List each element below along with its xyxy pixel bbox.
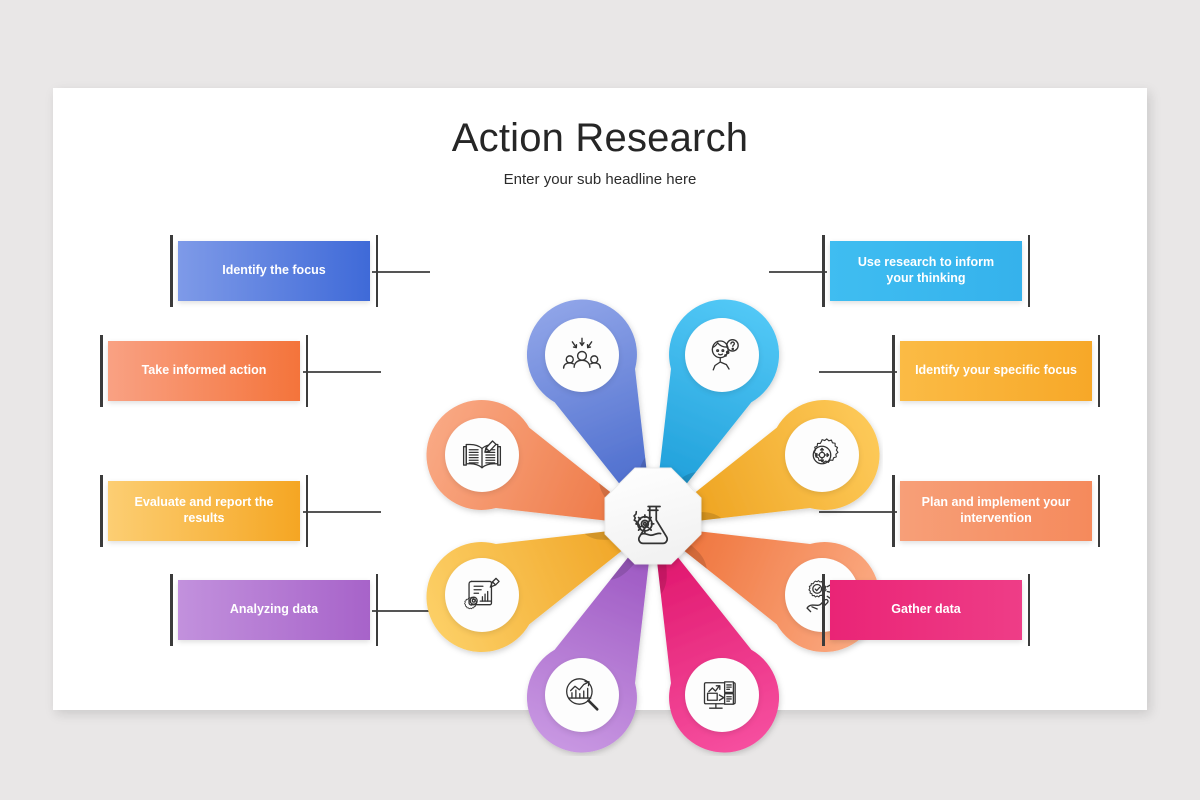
label-gather-data[interactable]: Gather data xyxy=(822,574,1030,646)
petal-icon-gear-target-arrows[interactable] xyxy=(785,418,859,492)
label-plan-and-implement-your-intervention[interactable]: Plan and implement your intervention xyxy=(892,475,1100,547)
target-audience-icon xyxy=(562,337,602,369)
label-tick-left xyxy=(170,235,173,307)
petal-icon-target-audience[interactable] xyxy=(545,318,619,392)
label-tick-left xyxy=(100,475,103,547)
connector-analyzing-data xyxy=(372,610,430,612)
connector-evaluate-and-report-the-results xyxy=(303,511,381,513)
label-analyzing-data[interactable]: Analyzing data xyxy=(170,574,378,646)
center-octagon xyxy=(604,467,702,565)
label-tick-left xyxy=(822,574,825,646)
connector-identify-your-specific-focus xyxy=(819,371,897,373)
label-tick-left xyxy=(170,574,173,646)
label-text: Gather data xyxy=(891,602,961,617)
flask-gear-icon xyxy=(633,505,669,545)
label-text: Plan and implement your intervention xyxy=(921,495,1071,525)
slide-card: Action Research Enter your sub headline … xyxy=(53,88,1147,756)
label-tick-left xyxy=(892,335,895,407)
chart-magnifier-icon xyxy=(566,678,599,711)
connector-use-research-to-inform-your-thinking xyxy=(769,271,827,273)
gear-target-arrows-icon xyxy=(812,438,839,465)
label-tick-left xyxy=(100,335,103,407)
book-pencil-icon xyxy=(462,440,502,469)
label-use-research-to-inform-your-thinking[interactable]: Use research to inform your thinking xyxy=(822,235,1030,307)
label-tick-left xyxy=(822,235,825,307)
petal-icon-report-chart-gear[interactable] xyxy=(445,558,519,632)
label-text: Use research to inform your thinking xyxy=(857,255,995,285)
label-tick-right xyxy=(1097,475,1100,547)
connector-plan-and-implement-your-intervention xyxy=(819,511,897,513)
monitor-data-documents-icon xyxy=(703,681,736,709)
petal-wheel xyxy=(423,296,883,756)
label-tick-right xyxy=(1097,335,1100,407)
label-tick-right xyxy=(305,475,308,547)
label-tick-right xyxy=(1027,235,1030,307)
thinking-person-question-icon xyxy=(711,339,739,371)
label-identify-your-specific-focus[interactable]: Identify your specific focus xyxy=(892,335,1100,407)
label-take-informed-action[interactable]: Take informed action xyxy=(100,335,308,407)
page-title: Action Research xyxy=(451,116,749,160)
petal-icon-thinking-person-question[interactable] xyxy=(685,318,759,392)
report-chart-gear-icon xyxy=(464,577,500,610)
label-text: Identify your specific focus xyxy=(915,363,1077,378)
label-text: Identify the focus xyxy=(222,263,326,278)
label-text: Evaluate and report the results xyxy=(134,495,274,525)
label-tick-right xyxy=(1027,574,1030,646)
center-flask-gear-icon[interactable] xyxy=(616,489,690,563)
petal-icon-chart-magnifier[interactable] xyxy=(545,658,619,732)
connector-identify-the-focus xyxy=(372,271,430,273)
label-text: Analyzing data xyxy=(229,602,319,617)
label-text: Take informed action xyxy=(141,363,267,378)
petal-icon-monitor-data-documents[interactable] xyxy=(685,658,759,732)
label-identify-the-focus[interactable]: Identify the focus xyxy=(170,235,378,307)
label-evaluate-and-report-the-results[interactable]: Evaluate and report the results xyxy=(100,475,308,547)
label-tick-left xyxy=(892,475,895,547)
page-subtitle: Enter your sub headline here xyxy=(503,171,697,188)
label-tick-right xyxy=(375,574,378,646)
label-tick-right xyxy=(375,235,378,307)
connector-take-informed-action xyxy=(303,371,381,373)
label-tick-right xyxy=(305,335,308,407)
petal-icon-book-pencil[interactable] xyxy=(445,418,519,492)
